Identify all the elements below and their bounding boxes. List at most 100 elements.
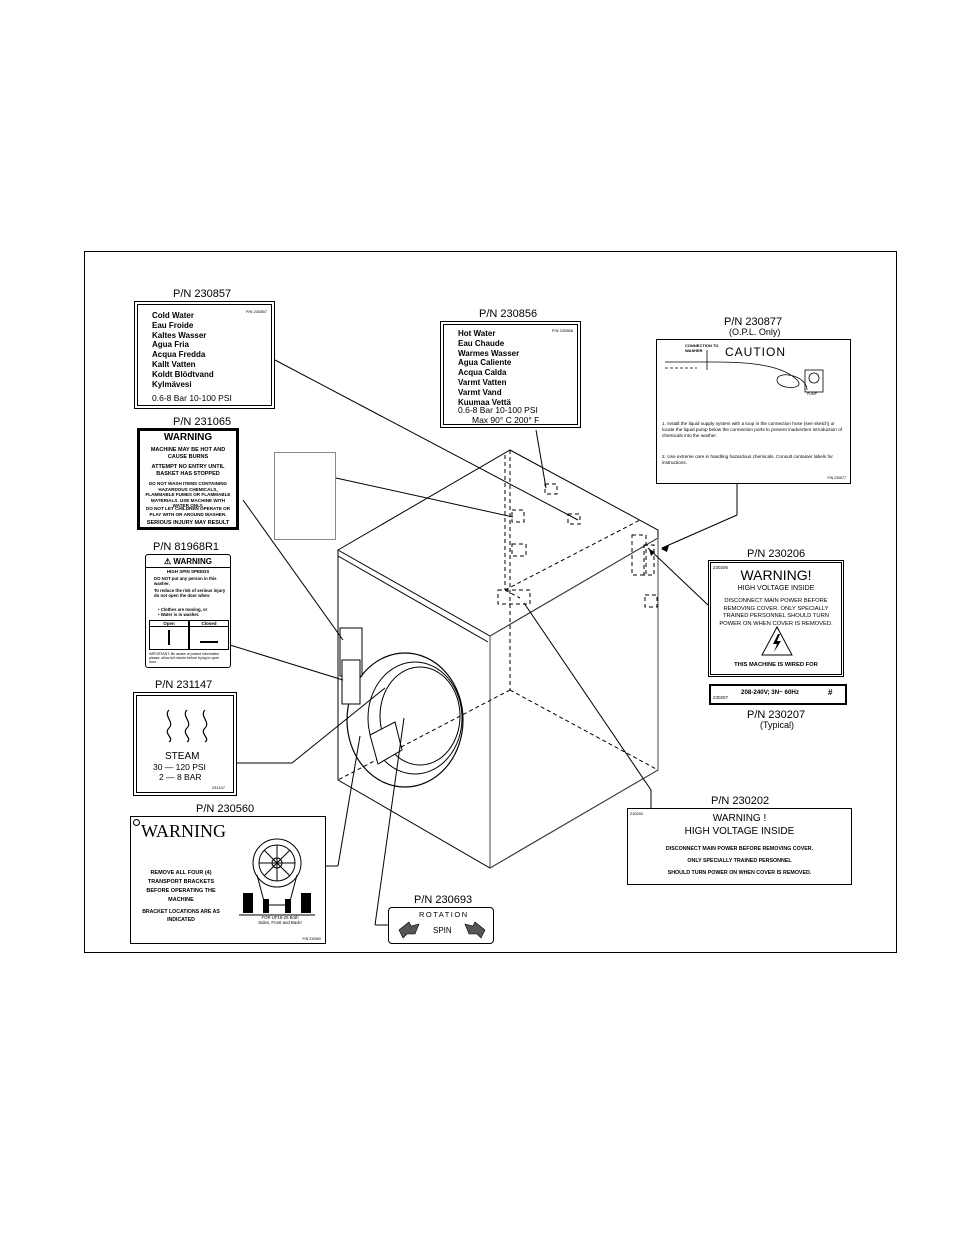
connection-text: CONNECTION TO WASHER — [685, 343, 719, 353]
electric-shock-icon — [761, 626, 793, 656]
caution-heading: CAUTION — [725, 345, 786, 359]
risk-text: To reduce the risk of serious injury do … — [154, 588, 226, 599]
high-voltage-cover-label: 230202 WARNING ! HIGH VOLTAGE INSIDE DIS… — [627, 808, 852, 885]
pn-230877-caption: P/N 230877 — [724, 316, 783, 328]
pn-230693-caption: P/N 230693 — [414, 894, 473, 906]
line-1: Eau Chaude — [458, 338, 505, 348]
machine-outline — [337, 449, 659, 869]
closed-panel: Closed — [189, 620, 229, 650]
high-spin-text: HIGH SPIN SPEEDS — [166, 569, 210, 574]
hole-icon — [133, 819, 140, 826]
label-code: 230206 — [713, 565, 729, 570]
uf-models-text: FOR UF18-25 Both Sides, Front and Back! — [258, 915, 302, 925]
label-code: P/N 230856 — [551, 328, 573, 333]
inverter-warning-box — [274, 452, 336, 540]
pump-text: PUMP — [807, 392, 818, 396]
hot-water-lines: Hot Water Eau Chaude Warmes Wasser Agua … — [458, 329, 519, 407]
clothes-moving-text: • Clothes are moving, or — [158, 607, 208, 612]
no-person-text: DO NOT put any person in this washer. — [154, 576, 217, 587]
pn-230207-caption: P/N 230207 — [747, 709, 806, 721]
phase-symbol: # — [828, 688, 833, 697]
pn-231147-caption: P/N 231147 — [155, 679, 213, 691]
injury-text: SERIOUS INJURY MAY RESULT — [146, 520, 230, 526]
important-text: IMPORTANT: Be aware of posted informatio… — [149, 652, 220, 665]
warning-title-text: WARNING — [173, 557, 213, 566]
pressure-text: 0.6-8 Bar 10-100 PSI — [152, 393, 232, 403]
label-code: P/N 230877 — [827, 476, 847, 480]
cold-water-label: Cold Water Eau Froide Kaltes Wasser Agua… — [134, 301, 275, 409]
warning-title: ⚠ WARNING — [146, 557, 230, 568]
steam-icon — [166, 709, 208, 743]
diagram-frame — [84, 251, 897, 953]
opl-only-note: (O.P.L. Only) — [729, 327, 781, 337]
warning-title: WARNING ! — [712, 813, 767, 824]
high-voltage-text: HIGH VOLTAGE INSIDE — [737, 585, 815, 592]
pn-230856-caption: P/N 230856 — [479, 308, 538, 320]
hot-burns-warning-label: WARNING MACHINE MAY BE HOT AND CAUSE BUR… — [137, 428, 239, 530]
steam-label: STEAM 30 — 120 PSI 2 — 8 BAR 231147 — [133, 692, 237, 796]
pn-230206-caption: P/N 230206 — [747, 548, 806, 560]
warning-title: WARNING — [141, 821, 226, 841]
disconnect-text: DISCONNECT MAIN POWER BEFORE REMOVING CO… — [719, 598, 833, 627]
steam-text: STEAM — [165, 751, 200, 762]
line-5: Kallt Vatten — [152, 359, 196, 369]
line-0: Cold Water — [152, 311, 194, 320]
power-on-text: SHOULD TURN POWER ON WHEN COVER IS REMOV… — [667, 870, 812, 876]
line-4: Acqua Fredda — [152, 350, 206, 360]
closed-text: Closed — [190, 621, 228, 627]
open-symbol — [168, 630, 170, 645]
high-voltage-warning-label: 230206 WARNING! HIGH VOLTAGE INSIDE DISC… — [708, 560, 844, 677]
typical-note: (Typical) — [760, 720, 795, 730]
rotation-arrows-icon — [398, 921, 486, 939]
open-panel: Open — [149, 620, 189, 650]
temp-text: Max 90° C 200° F — [472, 415, 540, 425]
pn-230560-caption: P/N 230560 — [196, 803, 255, 815]
chemical-caution-label: CONNECTION TO WASHER CAUTION PUMP 1. Ins… — [656, 339, 851, 484]
warning-title: WARNING — [163, 432, 213, 443]
hazard-text: DO NOT WASH ITEMS CONTAINING HAZARDOUS C… — [145, 481, 231, 508]
hose-loop-icon — [665, 350, 824, 393]
warning-title: WARNING! — [740, 567, 812, 583]
label-code: 230202 — [630, 811, 644, 816]
line-2: Kaltes Wasser — [152, 330, 207, 340]
pn-230202-caption: P/N 230202 — [711, 795, 770, 807]
label-code: P/N 230857 — [245, 309, 267, 314]
line-7: Kylmävesi — [152, 379, 192, 389]
entry-text: ATTEMPT NO ENTRY UNTIL BASKET HAS STOPPE… — [151, 464, 225, 477]
transport-bracket-warning-label: WARNING REMOVE ALL FOUR (4) TRANSPORT BR… — [130, 816, 326, 944]
psi-text: 30 — 120 PSI — [153, 762, 206, 772]
open-text: Open — [150, 621, 188, 627]
wired-for-text: THIS MACHINE IS WIRED FOR — [734, 662, 818, 668]
disconnect-text: DISCONNECT MAIN POWER BEFORE REMOVING CO… — [665, 846, 814, 852]
children-text: DO NOT LET CHILDREN OPERATE OR PLAY WITH… — [145, 506, 231, 517]
spin-speed-warning-label: ⚠ WARNING HIGH SPIN SPEEDS DO NOT put an… — [145, 554, 231, 668]
trained-personnel-text: ONLY SPECIALLY TRAINED PERSONNEL — [687, 858, 792, 864]
spin-text: SPIN — [433, 926, 452, 935]
line-7: Kuumaa Vettä — [458, 397, 511, 407]
high-voltage-text: HIGH VOLTAGE INSIDE — [684, 826, 795, 837]
line-0: Hot Water — [458, 329, 496, 338]
remove-brackets-text: REMOVE ALL FOUR (4) TRANSPORT BRACKETS B… — [146, 870, 216, 903]
water-text: • Water is in washer. — [158, 612, 200, 617]
bracket-location-text: BRACKET LOCATIONS ARE AS INDICATED — [142, 909, 220, 923]
voltage-text: 208-240V; 3N~ 60Hz — [741, 689, 799, 696]
step-1: 1. Install the liquid supply system with… — [662, 421, 843, 438]
transport-bracket-icon — [239, 838, 315, 916]
pn-231065-caption: P/N 231065 — [173, 416, 232, 428]
rotation-spin-label: ROTATION SPIN — [388, 907, 494, 944]
line-2: Warmes Wasser — [458, 348, 520, 358]
line-4: Acqua Calda — [458, 368, 507, 378]
line-3: Agua Fria — [152, 340, 189, 350]
voltage-rating-label: 230207 208-240V; 3N~ 60Hz # — [709, 684, 847, 705]
hot-water-label: Hot Water Eau Chaude Warmes Wasser Agua … — [440, 321, 581, 428]
hot-text: MACHINE MAY BE HOT AND CAUSE BURNS — [150, 447, 226, 460]
label-code: P/N 230560 — [302, 937, 322, 941]
rotation-text: ROTATION — [419, 910, 469, 919]
pressure-text: 0.6-8 Bar 10-100 PSI — [458, 405, 538, 415]
pn-81968r1-caption: P/N 81968R1 — [153, 541, 220, 553]
line-3: Agua Caliente — [458, 358, 512, 368]
closed-symbol — [200, 641, 218, 643]
label-code: 231147 — [211, 785, 225, 790]
bar-text: 2 — 8 BAR — [159, 772, 202, 782]
